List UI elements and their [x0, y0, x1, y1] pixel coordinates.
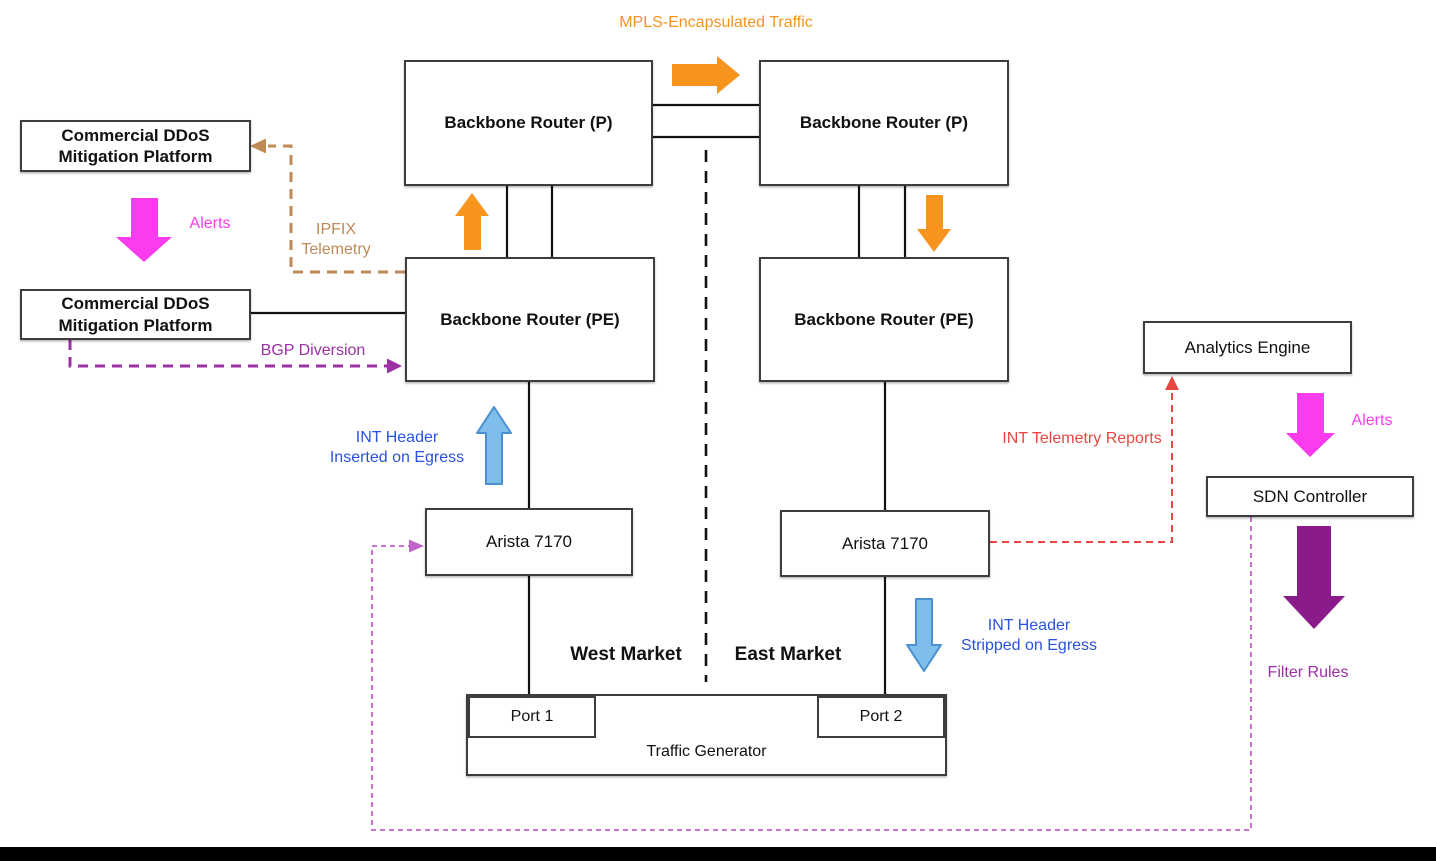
bottom-black-bar [0, 847, 1436, 861]
label-ipfix-telemetry: IPFIX Telemetry [301, 221, 371, 258]
node-backbone-router-pe-left: Backbone Router (PE) [405, 257, 655, 382]
node-label: Analytics Engine [1184, 337, 1311, 357]
node-traffic-generator: Port 1 Port 2 Traffic Generator [466, 694, 947, 776]
label-east-market: East Market [734, 644, 842, 665]
node-ddos-mitigation-top: Commercial DDoS Mitigation Platform [20, 120, 251, 172]
int-reports-path [990, 390, 1173, 543]
alerts-left-arrow [116, 198, 172, 262]
int-insert-arrow [476, 406, 512, 485]
node-label: Backbone Router (PE) [794, 309, 974, 329]
node-label: Commercial DDoS Mitigation Platform [58, 294, 213, 335]
label-mpls-encapsulated-traffic: MPLS-Encapsulated Traffic [619, 14, 813, 31]
node-label: SDN Controller [1252, 486, 1368, 506]
node-label: Port 1 [510, 708, 554, 725]
int-reports-arrowhead [1165, 376, 1179, 390]
node-label: Commercial DDoS Mitigation Platform [58, 125, 213, 166]
int-strip-arrow [906, 598, 942, 672]
mpls-down-arrow [917, 195, 951, 252]
bgp-diversion-path [68, 340, 388, 368]
node-label: Backbone Router (P) [799, 113, 969, 133]
label-int-telemetry-reports: INT Telemetry Reports [1002, 430, 1162, 447]
node-arista-7170-left: Arista 7170 [425, 508, 633, 576]
node-label: Traffic Generator [646, 743, 767, 760]
node-label: Backbone Router (PE) [440, 309, 620, 329]
label-int-header-inserted: INT Header Inserted on Egress [329, 429, 465, 466]
node-backbone-router-pe-right: Backbone Router (PE) [759, 257, 1009, 382]
label-alerts-right: Alerts [1351, 412, 1393, 429]
label-bgp-diversion: BGP Diversion [260, 342, 366, 359]
node-port-2: Port 2 [817, 696, 945, 738]
mpls-right-arrow [672, 56, 740, 94]
node-analytics-engine: Analytics Engine [1143, 321, 1352, 374]
filter-rules-feedback-path [371, 517, 1252, 831]
ipfix-telemetry-path [268, 144, 405, 274]
node-backbone-router-p-right: Backbone Router (P) [759, 60, 1009, 186]
node-arista-7170-right: Arista 7170 [780, 510, 990, 577]
alerts-right-arrow [1286, 393, 1335, 457]
ipfix-arrowhead [250, 138, 266, 154]
mpls-up-arrow [455, 193, 489, 250]
node-label: Backbone Router (P) [444, 113, 613, 133]
node-label: Port 2 [859, 708, 903, 725]
label-west-market: West Market [570, 644, 682, 665]
label-alerts-left: Alerts [189, 215, 231, 232]
node-port-1: Port 1 [468, 696, 596, 738]
bgp-arrowhead [387, 358, 402, 374]
label-int-header-stripped: INT Header Stripped on Egress [960, 617, 1098, 654]
node-label: Arista 7170 [842, 533, 928, 553]
node-ddos-mitigation-bottom: Commercial DDoS Mitigation Platform [20, 289, 251, 340]
node-sdn-controller: SDN Controller [1206, 476, 1414, 517]
label-filter-rules: Filter Rules [1267, 664, 1349, 681]
node-label: Arista 7170 [486, 532, 572, 552]
filter-rules-arrowhead [409, 539, 424, 553]
node-backbone-router-p-left: Backbone Router (P) [404, 60, 653, 186]
filter-rules-arrow [1283, 526, 1345, 629]
